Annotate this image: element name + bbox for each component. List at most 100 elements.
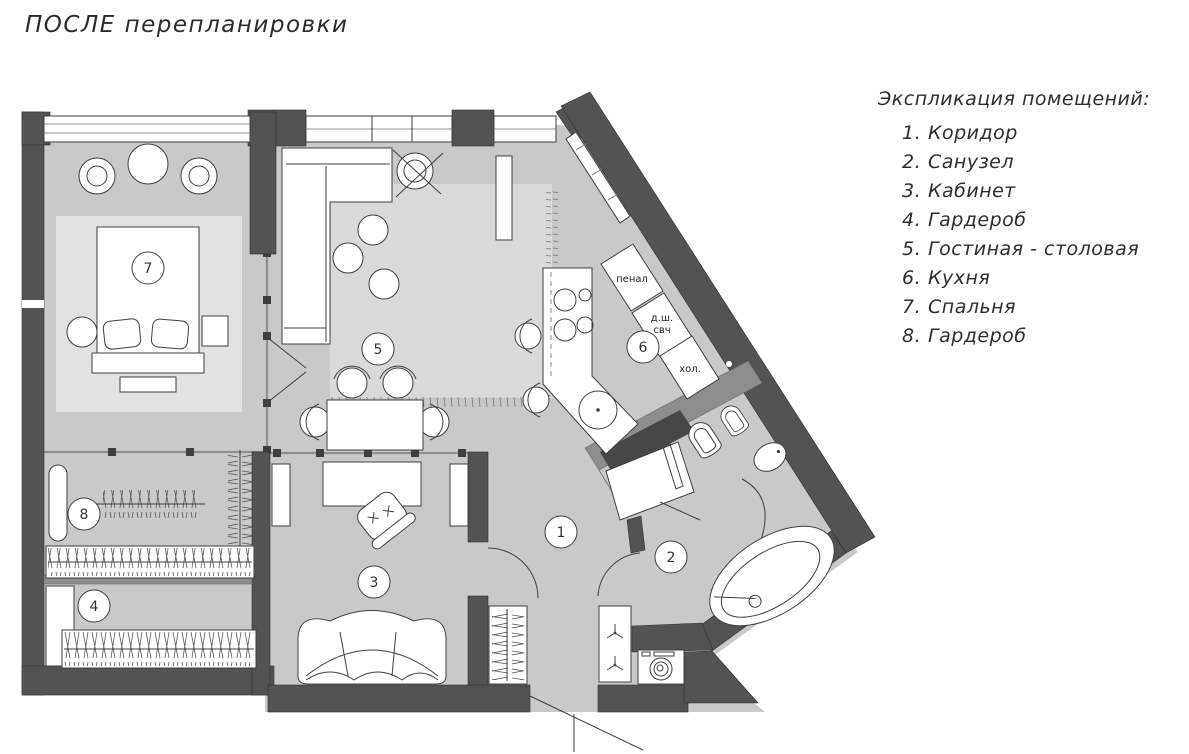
wall-office-bottom bbox=[267, 684, 531, 713]
living-window-1 bbox=[305, 115, 453, 143]
coat-hook-icon bbox=[606, 624, 624, 639]
bedroom-armchair-left bbox=[78, 157, 116, 195]
room-number-kitchen: 6 bbox=[626, 330, 660, 364]
room-number-office: 3 bbox=[357, 565, 391, 599]
bed-headboard bbox=[91, 352, 205, 374]
dining-table bbox=[326, 399, 424, 451]
plan-title: ПОСЛЕ перепланировки bbox=[25, 12, 349, 38]
bathtub bbox=[709, 525, 835, 627]
office-door-swing bbox=[487, 547, 539, 599]
room-bedroom: 7 bbox=[66, 143, 229, 393]
svg-text:хол.: хол. bbox=[679, 364, 701, 375]
legend-item-7: 7. Спальня bbox=[902, 296, 1017, 318]
double-door-swing bbox=[267, 337, 307, 403]
corner-sofa bbox=[281, 147, 393, 345]
room-bathroom: 2 bbox=[605, 405, 835, 627]
legend-item-2: 2. Санузел bbox=[902, 151, 1015, 173]
basin-counter-edge bbox=[741, 478, 766, 544]
legend-item-6: 6. Кухня bbox=[902, 267, 991, 289]
wall-office-right-lower bbox=[467, 595, 489, 689]
washbasin bbox=[741, 442, 787, 544]
legend-item-4: 4. Гардероб bbox=[902, 209, 1027, 231]
kitchen-island bbox=[542, 267, 639, 455]
bathtub-drain bbox=[748, 594, 762, 608]
room-number-wardrobe-small: 4 bbox=[77, 589, 111, 623]
kitchen-window bbox=[565, 131, 631, 224]
dining-chair-top-2 bbox=[382, 367, 414, 399]
coat-hook-icon bbox=[606, 656, 624, 671]
pouf-2 bbox=[332, 242, 364, 274]
office-chair bbox=[357, 491, 416, 550]
living-window-2 bbox=[493, 115, 557, 143]
svg-text:свч: свч bbox=[653, 325, 670, 336]
room-living-dining: 5 bbox=[281, 147, 450, 451]
svg-text:8: 8 bbox=[80, 507, 89, 523]
dining-chair-left bbox=[299, 406, 331, 438]
glass-partitions bbox=[44, 249, 468, 457]
bed bbox=[91, 226, 205, 374]
entry-closet bbox=[488, 605, 528, 685]
entry-door-swing bbox=[529, 695, 644, 751]
room-office: 3 bbox=[271, 461, 539, 685]
bidet bbox=[720, 405, 749, 437]
legend: Экспликация помещений: 1. Коридор 2. Сан… bbox=[878, 88, 1150, 354]
wall-kitchen-bath-core bbox=[600, 410, 694, 474]
pillow-right bbox=[150, 318, 190, 350]
wall-entry-right bbox=[597, 684, 689, 713]
kitchen-cabinet-row: пенал д.ш. свч хол. bbox=[600, 243, 720, 400]
svg-text:пенал: пенал bbox=[616, 274, 648, 285]
legend-item-3: 3. Кабинет bbox=[902, 180, 1016, 202]
shower bbox=[605, 441, 701, 521]
cooktop-burner bbox=[576, 316, 594, 334]
wall-left bbox=[21, 111, 45, 696]
bedroom-armchair-right bbox=[180, 157, 218, 195]
cooktop-burner bbox=[553, 318, 577, 342]
round-armchair-crossed bbox=[392, 149, 444, 198]
ironing-board bbox=[48, 464, 68, 542]
office-sofa bbox=[297, 610, 447, 685]
bedside-table-square bbox=[201, 315, 229, 347]
bedside-table-round bbox=[66, 316, 98, 348]
cabinet-tall bbox=[600, 243, 664, 312]
legend-item-5: 5. Гостиная - столовая bbox=[902, 238, 1140, 260]
clothes-rack-long bbox=[45, 545, 255, 579]
bed-bench bbox=[119, 376, 177, 393]
toilet bbox=[688, 422, 722, 459]
wall-pillar-2 bbox=[451, 109, 495, 147]
clothes-rack-bottom bbox=[61, 629, 257, 669]
room-number-living: 5 bbox=[361, 332, 395, 366]
wall-bottom-left bbox=[21, 665, 275, 696]
wall-washer-niche-right bbox=[683, 650, 759, 704]
svg-text:2: 2 bbox=[667, 550, 676, 566]
bar-stool-2 bbox=[522, 382, 550, 418]
wall-bath-door-stub bbox=[626, 515, 646, 554]
svg-text:7: 7 bbox=[144, 261, 153, 277]
room-kitchen: пенал д.ш. свч хол. 6 bbox=[495, 155, 720, 455]
wall-joint-mark bbox=[22, 300, 44, 308]
office-shelf-left bbox=[271, 463, 291, 527]
clothes-rack-middle bbox=[96, 490, 205, 518]
kitchen-tall-unit bbox=[495, 155, 513, 241]
legend-item-8: 8. Гардероб bbox=[902, 325, 1027, 347]
washing-machine bbox=[637, 649, 685, 685]
windows bbox=[43, 115, 631, 224]
coat-rack-panel bbox=[598, 605, 632, 683]
svg-text:6: 6 bbox=[639, 340, 648, 356]
pillow-left bbox=[102, 318, 142, 350]
room-wardrobe-large: 8 bbox=[45, 450, 255, 579]
office-desk bbox=[322, 461, 422, 507]
pouf-1 bbox=[357, 214, 389, 246]
dining-table-set bbox=[299, 365, 450, 451]
cabinet-fridge bbox=[659, 335, 720, 400]
room-number-corridor: 1 bbox=[544, 515, 578, 549]
pouf-3 bbox=[368, 268, 400, 300]
room-number-bathroom: 2 bbox=[654, 540, 688, 574]
wall-bedroom-right bbox=[249, 111, 277, 255]
svg-text:3: 3 bbox=[370, 575, 379, 591]
clothes-rack-side bbox=[228, 450, 252, 550]
cooktop-burner bbox=[578, 288, 592, 302]
room-corridor: 1 bbox=[488, 515, 685, 752]
bathroom-door-swing bbox=[597, 552, 641, 597]
